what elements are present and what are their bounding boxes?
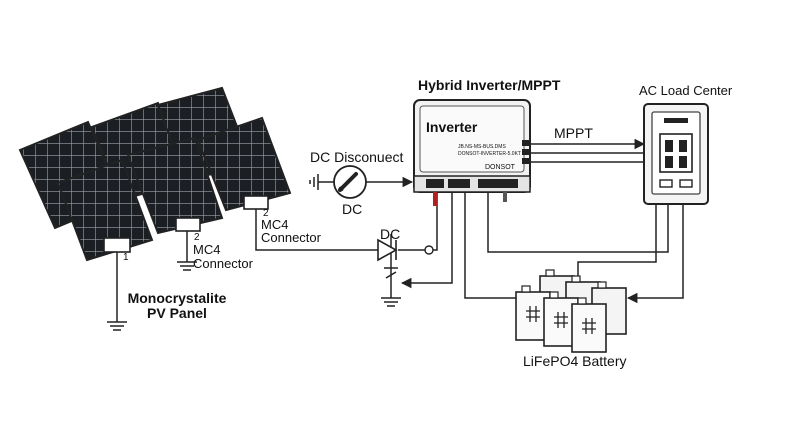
battery-bank xyxy=(515,269,627,353)
mc4-connector-1-line2: Connector xyxy=(261,230,321,245)
solar-panel-icon xyxy=(56,158,154,262)
ac-load-center-panel xyxy=(643,103,709,205)
battery-cell-icon xyxy=(571,297,607,353)
mc4-connector-1-number: 2 xyxy=(263,208,269,219)
inverter-name: Inverter xyxy=(426,119,478,135)
ac-load-center-label: AC Load Center xyxy=(639,83,733,98)
battery-label: LiFePO4 Battery xyxy=(523,353,627,369)
dc-label-lower: DC xyxy=(342,201,363,217)
mc4-connector-1-line1: MC4 xyxy=(261,217,289,232)
mc4-connector-2-line2: Connector xyxy=(193,256,253,271)
disconnect-switch-icon xyxy=(333,165,367,199)
panel-number: 1 xyxy=(123,252,129,263)
dc-disconnect-label: DC Disconuect xyxy=(310,149,404,165)
inverter-brand: DONSOT xyxy=(485,164,515,171)
solar-panel-icon xyxy=(126,136,224,235)
inverter-title: Hybrid Inverter/MPPT xyxy=(418,77,561,93)
dc-label-upper: DC xyxy=(380,226,401,242)
mc4-connector-2-line1: MC4 xyxy=(193,242,221,257)
pv-panel-label-line1: Monocrystalite xyxy=(127,290,227,306)
diode-icon xyxy=(377,238,434,262)
solar-panel-icon xyxy=(196,116,292,212)
mc4-connector-2-number: 2 xyxy=(194,232,200,243)
mppt-label: MPPT xyxy=(554,125,593,141)
ground-icon xyxy=(107,321,127,331)
ground-icon xyxy=(309,174,319,190)
ground-icon xyxy=(177,261,197,271)
inverter-unit xyxy=(413,99,531,206)
inverter-fine-print-2: DONSOT-INVERTER-5.0KT xyxy=(458,151,521,157)
pv-panel-label-line2: PV Panel xyxy=(147,305,207,321)
solar-panel-array xyxy=(18,86,292,262)
wiring xyxy=(116,138,684,322)
ground-icon xyxy=(381,297,401,307)
breaker-icon xyxy=(384,267,398,279)
inverter-fine-print-1: JB.NS-MS-BUS.DMS xyxy=(458,144,506,150)
